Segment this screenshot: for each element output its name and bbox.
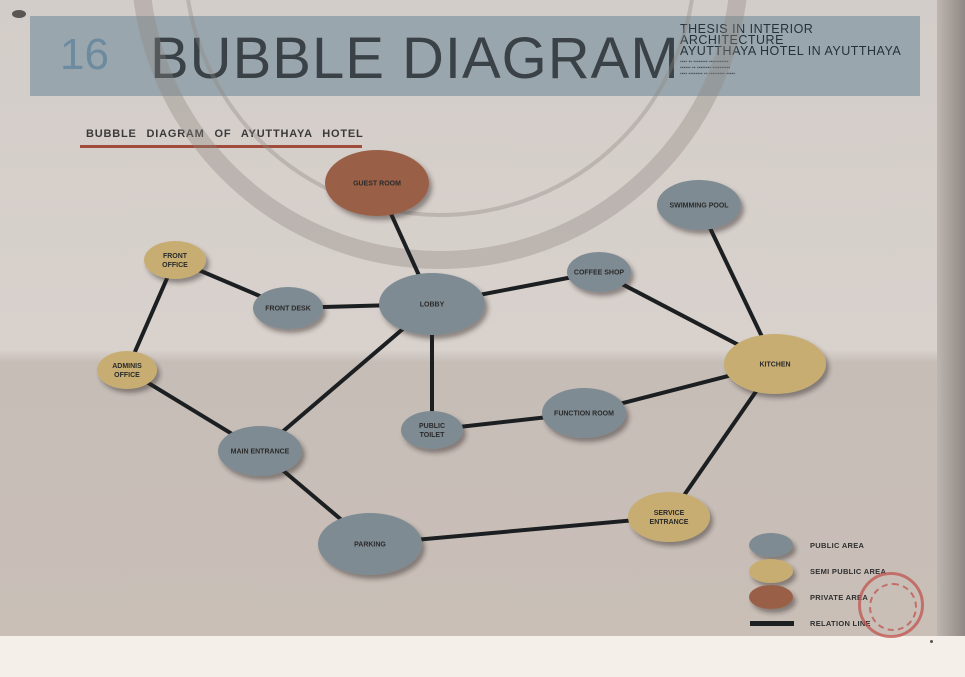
bubble-label-front-desk: FRONT DESK	[265, 306, 311, 313]
bubble-shape-function-room	[542, 388, 626, 438]
page-number: 16	[60, 30, 109, 79]
bubble-shape-service-entrance	[628, 492, 710, 542]
bubble-label-swimming-pool: SWIMMING POOL	[669, 203, 729, 210]
dust-speck	[930, 640, 933, 643]
bubble-kitchen: KITCHEN	[724, 334, 826, 394]
title-banner	[30, 16, 920, 96]
relation-lines	[125, 181, 777, 546]
bubble-shape-swimming-pool	[657, 180, 741, 230]
dust-speck	[12, 10, 26, 18]
legend-swatch-relation-line	[750, 621, 794, 626]
bubble-shape-guest-room	[325, 150, 429, 216]
bubble-shape-front-office	[144, 241, 206, 279]
bubble-coffee-shop: COFFEE SHOP	[567, 252, 631, 292]
bubble-label-main-entrance: MAIN ENTRANCE	[231, 449, 290, 456]
thesis-info-block: THESIS IN INTERIOR ARCHITECTURE AYUTTHAY…	[680, 22, 910, 88]
thesis-line-1: THESIS IN INTERIOR ARCHITECTURE	[680, 22, 814, 47]
bubble-swimming-pool: SWIMMING POOL	[657, 180, 741, 230]
bubble-label-guest-room: GUEST ROOM	[353, 181, 401, 188]
photograph-background	[0, 0, 965, 636]
subtitle-underline	[80, 145, 362, 148]
bubble-shape-front-desk	[253, 287, 323, 329]
photo-right-edge	[937, 0, 965, 636]
diagram-subtitle: BUBBLE DIAGRAM OF AYUTTHAYA HOTEL	[86, 128, 364, 140]
legend-swatch-semi-public	[749, 559, 793, 583]
legend-swatch-public	[749, 533, 793, 557]
bubble-label-parking: PARKING	[354, 542, 386, 549]
bubble-shape-kitchen	[724, 334, 826, 394]
bubble-front-desk: FRONT DESK	[253, 287, 323, 329]
legend-swatch-private	[749, 585, 793, 609]
main-title: BUBBLE DIAGRAM	[150, 26, 680, 91]
legend-label-private: PRIVATE AREA	[810, 593, 869, 602]
legend-label-relation-line: RELATION LINE	[810, 619, 871, 628]
bubble-label-function-room: FUNCTION ROOM	[554, 411, 614, 418]
bubble-lobby: LOBBY	[379, 273, 485, 335]
bubble-label-kitchen: KITCHEN	[759, 362, 790, 369]
thesis-line-2: AYUTTHAYA HOTEL IN AYUTTHAYA	[680, 44, 902, 58]
bubble-shape-main-entrance	[218, 426, 302, 476]
bubble-main-entrance: MAIN ENTRANCE	[218, 426, 302, 476]
bubble-function-room: FUNCTION ROOM	[542, 388, 626, 438]
thesis-fine-print: ▪▪▪▪ ▪▪ ▪▪▪▪▪▪▪▪ ▪▪▪▪▪▪▪▪▪▪▪▪▪▪▪▪▪ ▪▪ ▪▪…	[680, 59, 736, 77]
legend-label-semi-public: SEMI PUBLIC AREA	[810, 567, 887, 576]
red-seal-stamp	[858, 572, 924, 638]
bubble-shape-parking	[318, 513, 422, 575]
photo-border-bottom	[0, 636, 965, 677]
bubble-label-coffee-shop: COFFEE SHOP	[574, 270, 625, 277]
bubble-shape-coffee-shop	[567, 252, 631, 292]
bubble-label-lobby: LOBBY	[420, 302, 445, 309]
legend	[749, 533, 794, 626]
bubble-shape-public-toilet	[401, 411, 463, 449]
legend-label-public: PUBLIC AREA	[810, 541, 865, 550]
bubble-guest-room: GUEST ROOM	[325, 150, 429, 216]
bubble-shape-lobby	[379, 273, 485, 335]
bubble-shape-admin-office	[97, 351, 157, 389]
bubble-parking: PARKING	[318, 513, 422, 575]
